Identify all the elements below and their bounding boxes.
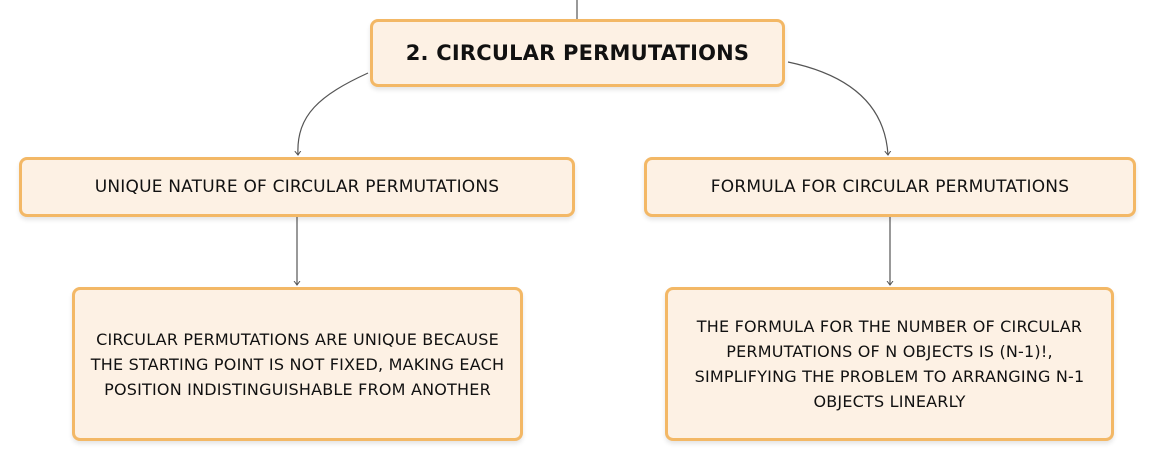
connector-root-to-right-topic: [787, 61, 888, 155]
left-topic-node[interactable]: UNIQUE NATURE OF CIRCULAR PERMUTATIONS: [19, 157, 575, 217]
root-node-label: 2. CIRCULAR PERMUTATIONS: [405, 41, 750, 65]
right-detail-text: THE FORMULA FOR THE NUMBER OF CIRCULAR P…: [694, 317, 1085, 411]
right-detail-node[interactable]: THE FORMULA FOR THE NUMBER OF CIRCULAR P…: [665, 287, 1114, 441]
left-topic-label: UNIQUE NATURE OF CIRCULAR PERMUTATIONS: [94, 177, 500, 197]
connector-root-to-left-topic: [298, 72, 369, 155]
right-topic-label: FORMULA FOR CIRCULAR PERMUTATIONS: [710, 177, 1070, 197]
root-node[interactable]: 2. CIRCULAR PERMUTATIONS: [370, 19, 785, 87]
left-detail-node[interactable]: CIRCULAR PERMUTATIONS ARE UNIQUE BECAUSE…: [72, 287, 523, 441]
left-detail-text: CIRCULAR PERMUTATIONS ARE UNIQUE BECAUSE…: [90, 329, 505, 399]
right-topic-node[interactable]: FORMULA FOR CIRCULAR PERMUTATIONS: [644, 157, 1136, 217]
